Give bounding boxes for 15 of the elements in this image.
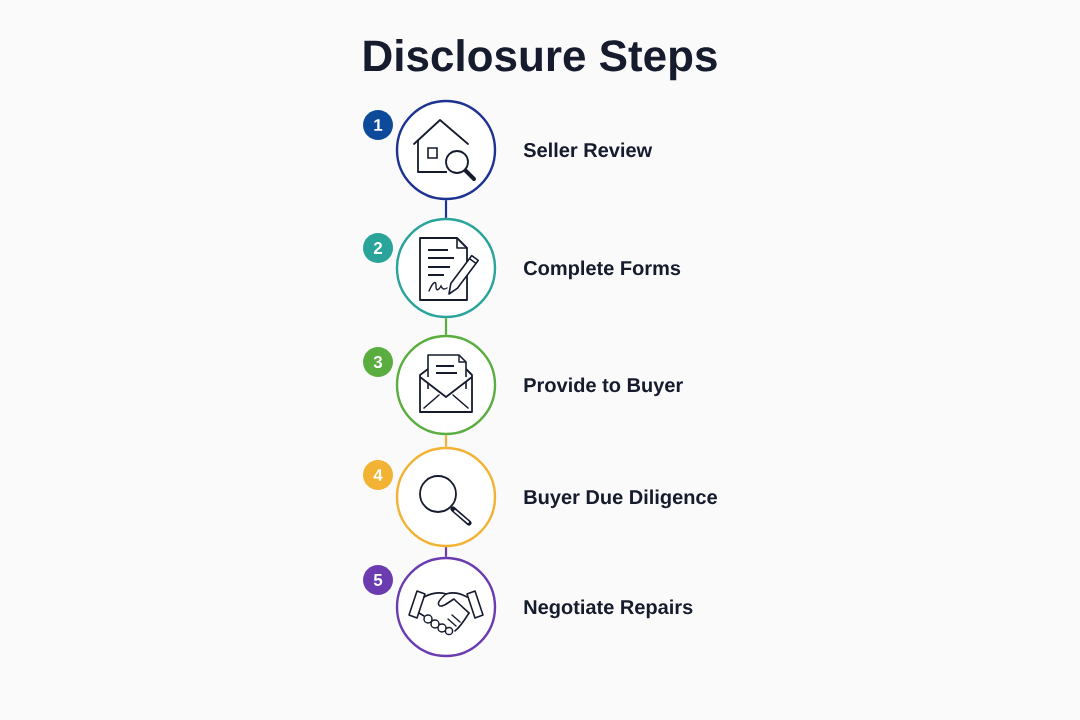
step-label: Complete Forms: [524, 260, 681, 280]
connector-line: [444, 200, 448, 218]
step-label: Negotiate Repairs: [524, 599, 693, 619]
connector-line: [444, 547, 448, 557]
step-label: Seller Review: [523, 142, 653, 158]
step-label: Buyer Due Diligence: [524, 489, 717, 509]
number-badge: 4: [363, 460, 393, 490]
number-badge: 1: [363, 110, 393, 140]
number-badge: 5: [363, 565, 393, 595]
title: Disclosure Steps: [364, 39, 717, 81]
connector-line: [444, 318, 448, 335]
number-badge: 2: [363, 233, 393, 263]
connector-line: [444, 435, 448, 447]
number-badge: 3: [363, 347, 393, 377]
step-label: Provide to Buyer: [524, 377, 683, 397]
